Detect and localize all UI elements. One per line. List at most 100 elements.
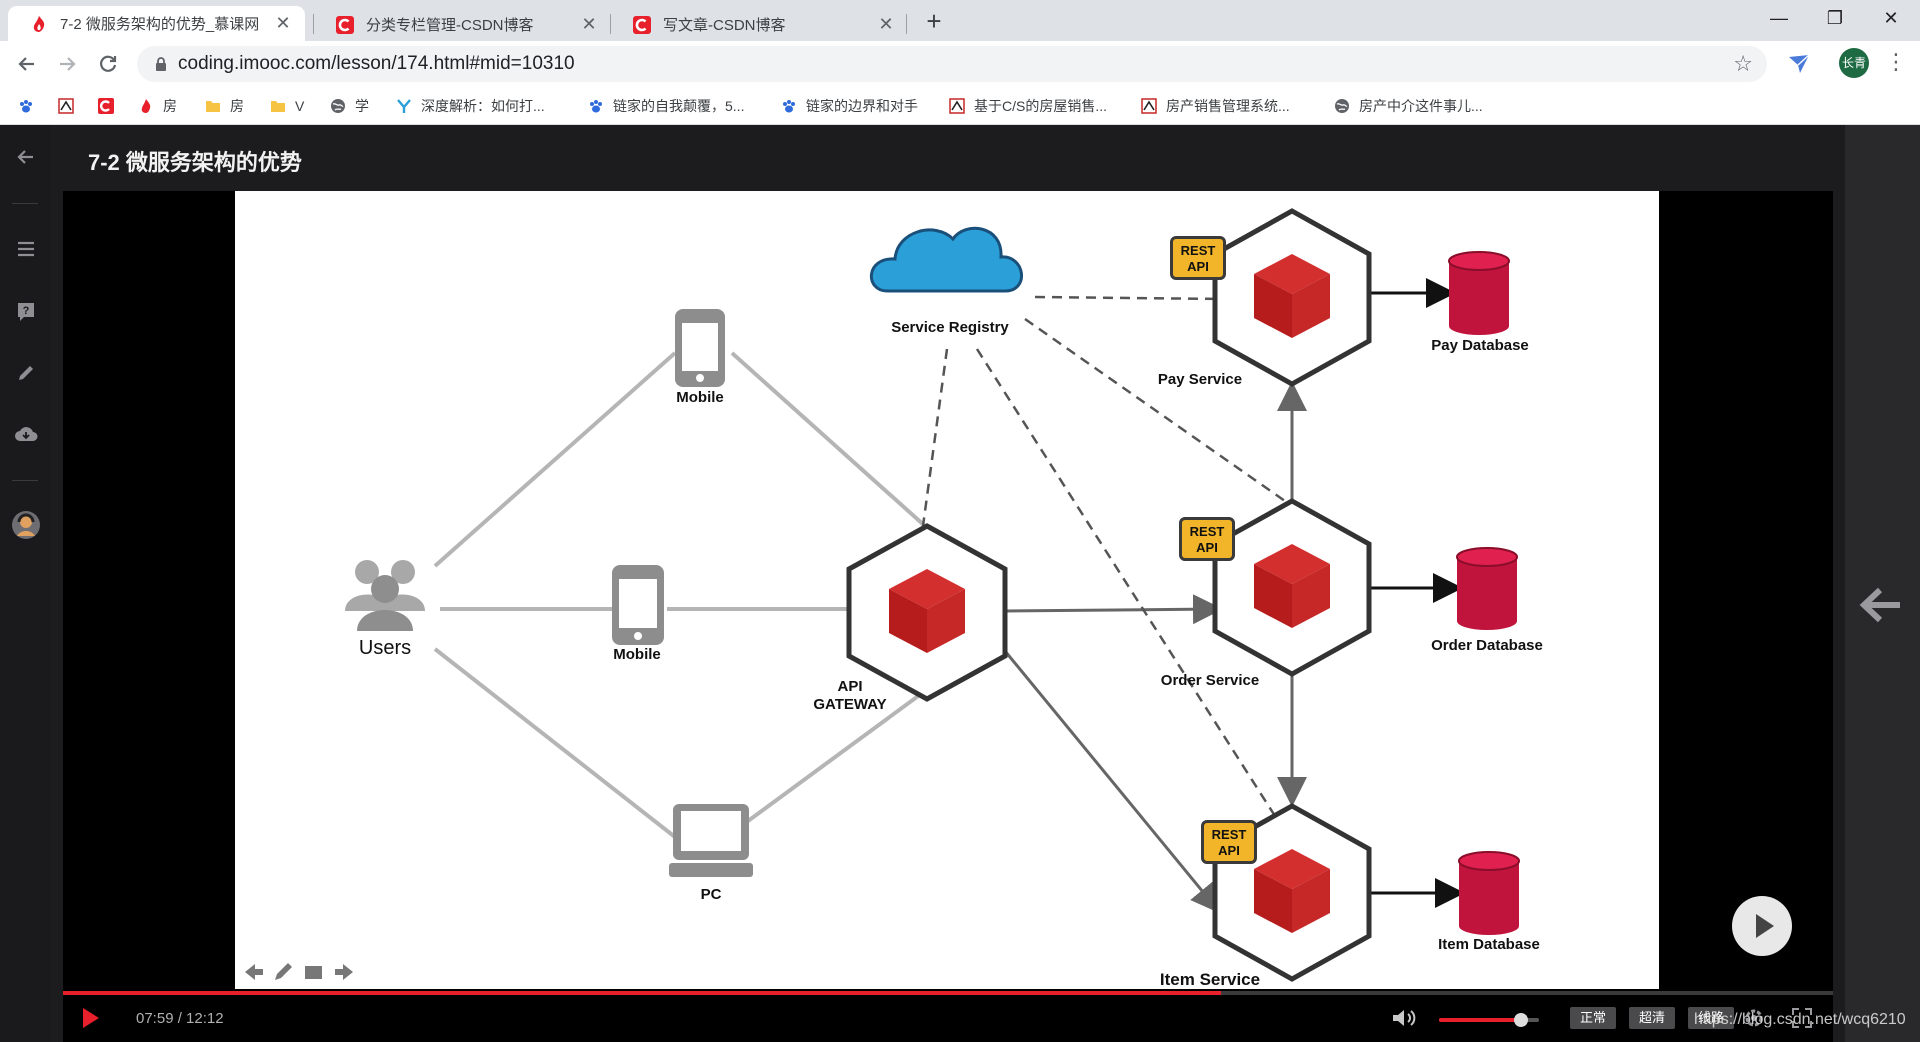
bookmark-item[interactable]: 链家的边界和对手 [781,87,918,124]
download-button[interactable] [0,425,51,448]
pay-database-label: Pay Database [1431,337,1529,354]
bookmark-item[interactable]: 链家的自我颠覆，5... [588,87,744,124]
list-icon [17,241,34,257]
bookmark-item[interactable]: 房产中介这件事儿... [1334,87,1483,124]
globe-icon [1335,98,1349,113]
extension-bird-icon[interactable] [1786,51,1812,77]
architecture-diagram [345,208,1520,982]
item-service-label: Item Service [1159,970,1261,989]
tab-csdn-write[interactable]: 写文章-CSDN博客 ✕ [611,8,908,41]
order-database-label: Order Database [1431,637,1543,654]
bookmark-item[interactable]: 基于C/S的房屋销售... [949,87,1107,124]
big-play-button[interactable] [1732,896,1792,956]
volume-knob[interactable] [1514,1013,1528,1027]
house-sale-icon [949,97,965,114]
volume-icon[interactable] [1391,1007,1417,1029]
arrow-left-icon [18,57,34,71]
arrow-right-icon [60,57,76,71]
question-button[interactable]: ? [0,301,51,328]
house-sale-icon [58,97,74,114]
api-gateway-label-line1: API [837,678,863,695]
url-text[interactable]: coding.imooc.com/lesson/174.html#mid=103… [178,53,575,74]
pay-service-cube [1212,208,1372,387]
bookmark-item[interactable]: 房 [205,87,244,124]
close-tab-icon[interactable]: ✕ [275,13,291,33]
bookmark-item[interactable] [98,87,123,124]
volume-slider[interactable] [1439,1013,1539,1027]
back-button[interactable] [13,50,41,78]
video-player[interactable]: REST API REST API REST API Users Mobile … [63,191,1833,1042]
slide-menu-icon[interactable] [305,966,322,979]
globe-icon [331,98,345,113]
profile-avatar[interactable]: 长青 [1839,48,1869,78]
reload-button[interactable] [94,50,122,78]
address-bar[interactable]: coding.imooc.com/lesson/174.html#mid=103… [137,46,1767,82]
bookmark-item[interactable] [18,87,43,124]
close-tab-icon[interactable]: ✕ [878,14,894,34]
tab-divider [313,14,314,34]
folder-icon [206,100,220,112]
bookmark-label: 房 [163,97,177,114]
tab-csdn-category[interactable]: 分类专栏管理-CSDN博客 ✕ [314,8,611,41]
tab-strip: 7-2 微服务架构的优势_慕课网 ✕ 分类专栏管理-CSDN博客 ✕ 写文章-C… [0,0,1920,41]
item-database-label: Item Database [1438,936,1540,953]
cloud-download-icon [14,427,37,441]
bookmark-star-icon[interactable]: ☆ [1733,51,1753,76]
notes-button[interactable] [0,363,51,388]
right-panel [1845,125,1920,1042]
rest-api-badge-pay: REST API [1170,236,1226,280]
mobile-top-label: Mobile [676,389,724,406]
bookmark-label: 房产中介这件事儿... [1359,97,1483,114]
rest-api-line2: API [1196,540,1218,555]
bookmark-item[interactable]: V [270,87,304,124]
bookmark-label: 房产销售管理系统... [1166,97,1290,114]
gear-icon[interactable] [1743,1007,1765,1029]
sidebar-divider [12,480,38,481]
rest-api-line2: API [1218,843,1240,858]
volume-fill [1439,1018,1521,1022]
bookmark-label: 深度解析：如何打... [421,97,545,114]
item-database-icon [1458,851,1520,935]
fullscreen-icon[interactable] [1791,1007,1813,1029]
bookmark-item[interactable] [58,87,83,124]
minimize-button[interactable]: — [1770,8,1788,28]
arrow-left-icon [16,150,33,164]
teacher-avatar[interactable] [0,510,51,545]
tab-imooc-lesson[interactable]: 7-2 微服务架构的优势_慕课网 ✕ [8,6,305,41]
lesson-sidebar: ? [0,125,51,1042]
sidebar-divider [12,203,38,204]
tab-title: 7-2 微服务架构的优势_慕课网 [60,16,260,33]
prev-slide-icon[interactable] [245,964,263,980]
play-icon[interactable] [81,1007,101,1029]
restore-button[interactable]: ❐ [1826,8,1844,28]
tab-divider [610,14,611,34]
order-database-icon [1456,547,1518,630]
next-slide-icon[interactable] [335,964,353,980]
users-icon [345,560,425,631]
bookmark-label: 链家的边界和对手 [806,97,918,114]
route-button[interactable]: 线路 [1688,1007,1734,1029]
close-window-button[interactable]: ✕ [1883,8,1899,28]
user-avatar-icon [11,511,40,539]
arrow-left-icon[interactable] [1858,585,1904,625]
new-tab-button[interactable]: + [926,6,942,36]
browser-menu-icon[interactable]: ⋮ [1885,49,1907,74]
bookmark-item[interactable]: 深度解析：如何打... [396,87,545,124]
close-tab-icon[interactable]: ✕ [581,14,597,34]
pen-icon[interactable] [275,963,292,980]
svg-text:?: ? [22,305,29,317]
bookmark-item[interactable]: 房产销售管理系统... [1141,87,1290,124]
folder-icon [271,100,285,112]
bookmark-label: 链家的自我颠覆，5... [613,97,745,114]
service-registry-label: Service Registry [891,319,1009,336]
bookmark-item[interactable]: 学 [330,87,369,124]
pay-service-label: Pay Service [1157,371,1243,388]
quality-hd-button[interactable]: 超清 [1629,1007,1675,1029]
rest-api-line2: API [1187,259,1209,274]
back-arrow-button[interactable] [0,147,51,172]
bookmark-item[interactable]: 房 [138,87,177,124]
chapter-list-button[interactable] [0,240,51,263]
progress-fill [63,991,1221,995]
forward-button[interactable] [53,50,81,78]
speed-normal-button[interactable]: 正常 [1570,1007,1616,1029]
